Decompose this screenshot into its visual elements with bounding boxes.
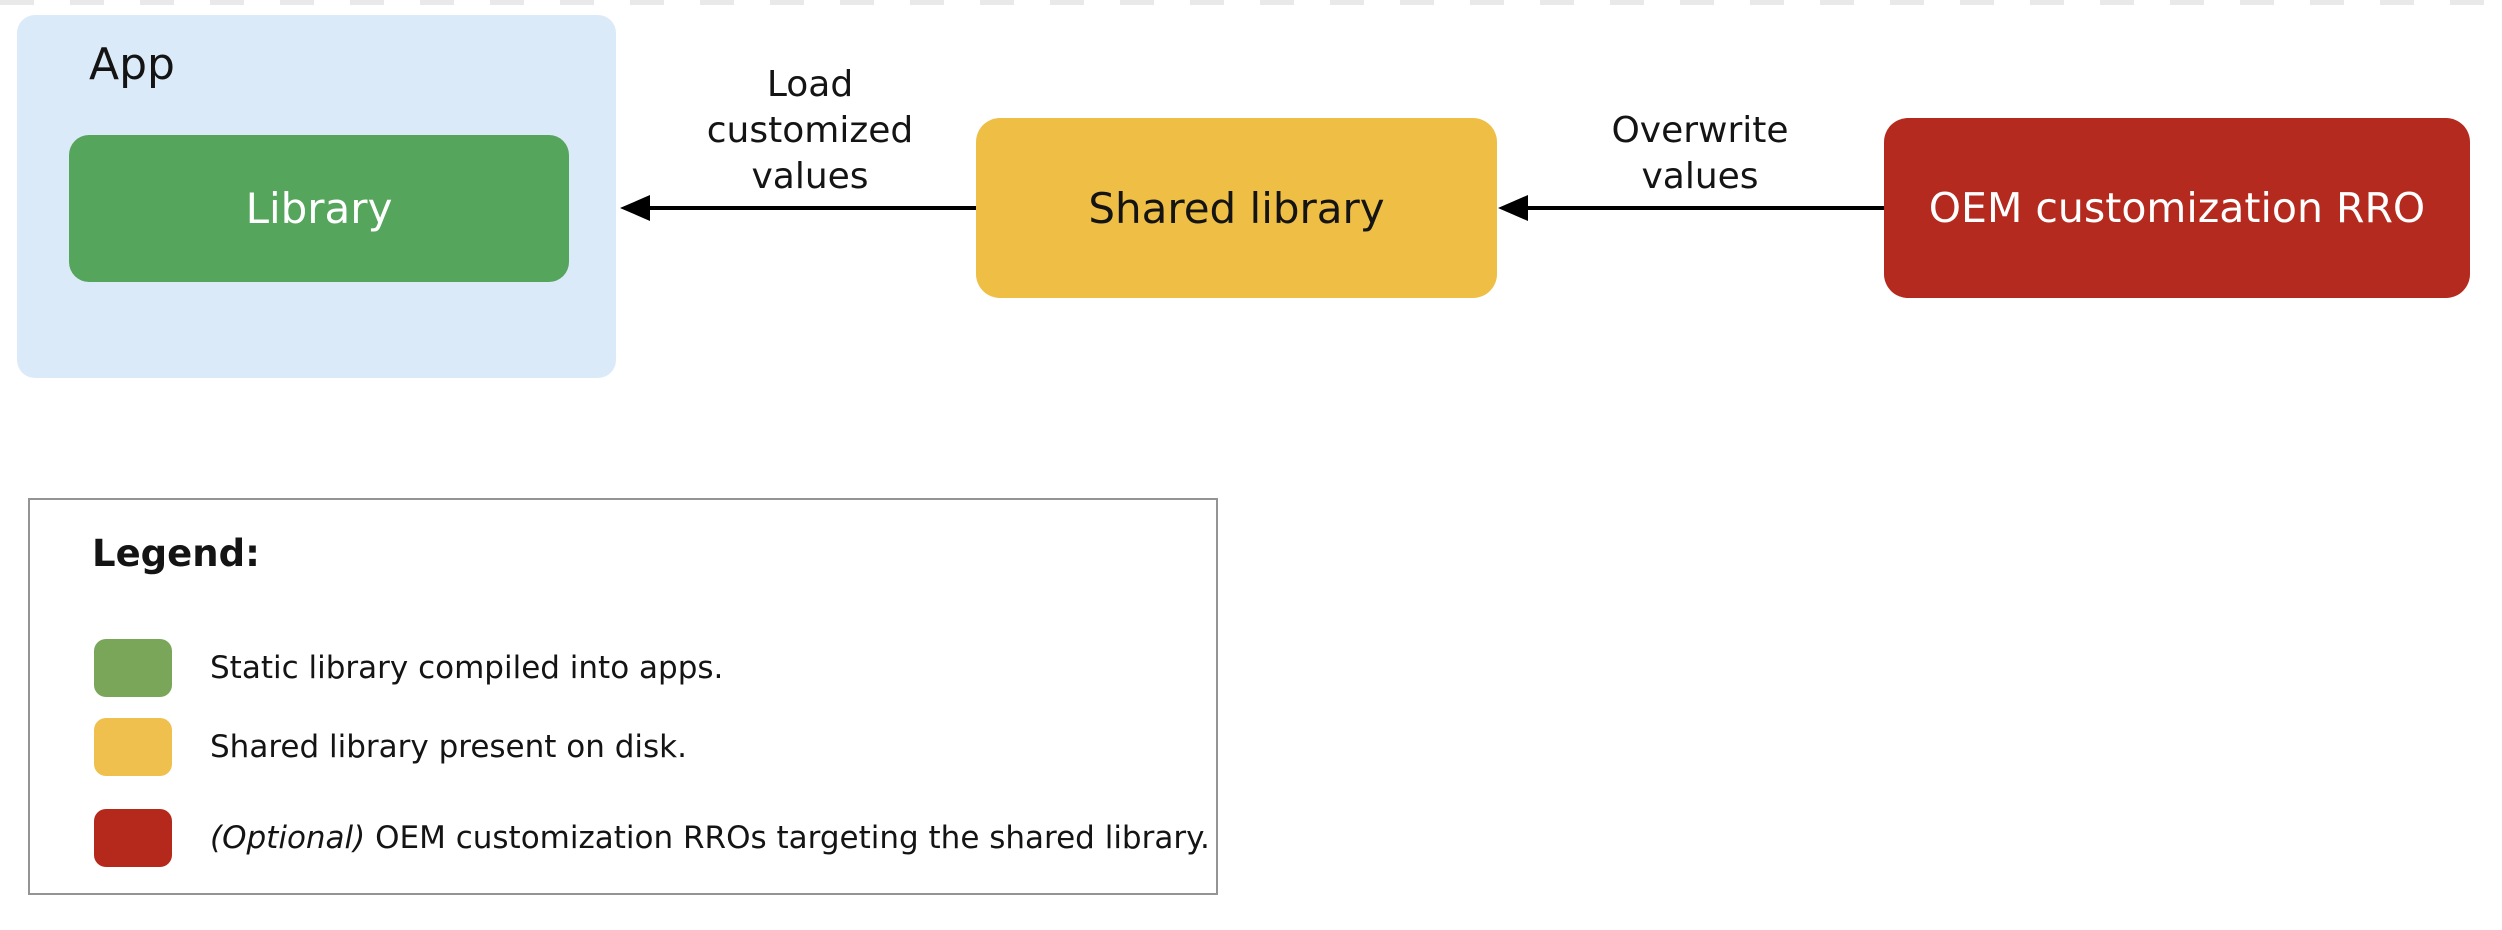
legend-row-shared-library: Shared library present on disk. xyxy=(94,718,687,776)
legend-row-static-library: Static library compiled into apps. xyxy=(94,639,723,697)
oem-customization-rro-node: OEM customization RRO xyxy=(1884,118,2470,298)
arrow-load-customized-values-line xyxy=(646,206,976,210)
shared-library-node-label: Shared library xyxy=(1088,183,1385,233)
app-group-label: App xyxy=(89,39,175,90)
legend-row-text: Static library compiled into apps. xyxy=(210,650,724,686)
page-top-dashed-divider xyxy=(0,0,2502,5)
library-node-label: Library xyxy=(245,184,393,233)
yellow-swatch-icon xyxy=(94,718,172,776)
legend-row-em: (Optional) xyxy=(210,820,366,856)
legend-row-label: (Optional) OEM customization RROs target… xyxy=(210,820,1210,856)
legend-title: Legend: xyxy=(92,532,260,575)
arrow-left-head-icon xyxy=(620,195,650,221)
legend-row-text: OEM customization RROs targeting the sha… xyxy=(365,820,1210,856)
library-node: Library xyxy=(69,135,569,282)
legend-row-text: Shared library present on disk. xyxy=(210,729,687,765)
legend-row-label: Shared library present on disk. xyxy=(210,729,687,765)
legend-row-label: Static library compiled into apps. xyxy=(210,650,723,686)
arrow-left-head-icon xyxy=(1498,195,1528,221)
legend-row-oem-rro: (Optional) OEM customization RROs target… xyxy=(94,809,1210,867)
legend-box: Legend: Static library compiled into app… xyxy=(28,498,1218,895)
green-swatch-icon xyxy=(94,639,172,697)
arrow-load-customized-values-label: Load customized values xyxy=(706,64,914,197)
arrow-overwrite-values-label: Overwrite values xyxy=(1611,110,1789,197)
red-swatch-icon xyxy=(94,809,172,867)
oem-customization-rro-node-label: OEM customization RRO xyxy=(1928,184,2426,232)
shared-library-node: Shared library xyxy=(976,118,1497,298)
arrow-overwrite-values-line xyxy=(1524,206,1884,210)
